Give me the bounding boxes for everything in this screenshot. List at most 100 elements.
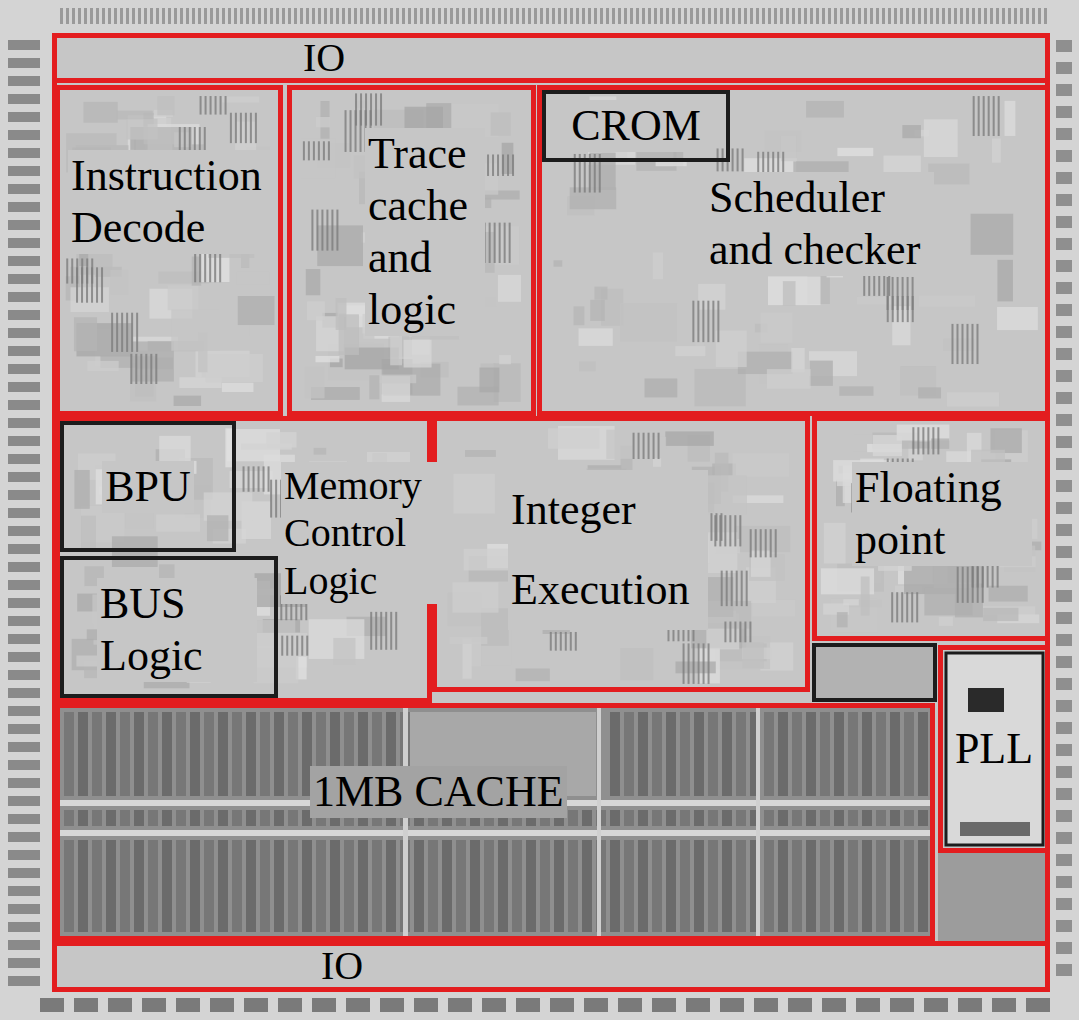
circuit-patch [907, 296, 909, 322]
circuit-patch [333, 638, 355, 665]
bond-pad [198, 8, 201, 24]
cache-cell [582, 810, 592, 826]
bond-pad [1056, 898, 1072, 910]
circuit-patch [243, 466, 245, 491]
bond-pads [8, 8, 1072, 1012]
cache-cell [403, 708, 408, 936]
bond-pad [576, 8, 579, 24]
circuit-patch [997, 260, 1012, 302]
circuit-patch [328, 141, 330, 160]
bond-pad [210, 998, 234, 1012]
circuit-patch [887, 296, 889, 322]
bond-pad [294, 8, 297, 24]
bond-pad [528, 8, 531, 24]
bond-pad [8, 94, 40, 104]
bond-pad [246, 8, 249, 24]
circuit-patch [336, 298, 347, 330]
bond-pad [8, 868, 40, 878]
circuit-patch [291, 636, 293, 656]
cache-cell [386, 840, 396, 932]
bond-pad [1056, 920, 1072, 932]
bond-pad [624, 8, 627, 24]
cache-cell [848, 840, 858, 932]
bond-pad [642, 8, 645, 24]
cache-cells [60, 708, 930, 936]
circuit-patch [238, 296, 275, 325]
circuit-patch [497, 154, 499, 176]
cache-cell [624, 712, 634, 796]
bond-pad [720, 8, 723, 24]
cache-cell [190, 840, 200, 932]
circuit-patch [516, 669, 550, 682]
bond-pad [1056, 326, 1072, 338]
bond-pad [306, 8, 309, 24]
bond-pad [8, 544, 40, 554]
cache-cell [820, 840, 830, 932]
cache-cell [134, 840, 144, 932]
circuit-patch [734, 515, 736, 546]
die-core [52, 33, 1050, 992]
cache-cell [78, 840, 88, 932]
bond-pad [222, 8, 225, 24]
bond-pad [1056, 810, 1072, 822]
circuit-patch [837, 148, 873, 156]
bond-pad [348, 8, 351, 24]
cache-cell [680, 840, 690, 932]
bond-pad [858, 8, 861, 24]
bond-pad [1056, 62, 1072, 74]
bond-pad [8, 400, 40, 410]
circuit-patch [675, 661, 715, 673]
circuit-patch [698, 643, 700, 684]
pll-block [960, 822, 1030, 836]
bond-pad [8, 778, 40, 788]
bond-pad [1026, 8, 1029, 24]
cache-cell [582, 840, 592, 932]
bond-pad [414, 998, 438, 1012]
circuit-patch [919, 295, 975, 307]
bond-pad [594, 8, 597, 24]
circuit-patch [385, 612, 387, 650]
bond-pad [1032, 8, 1035, 24]
circuit-patch [168, 285, 199, 310]
circuit-patch [739, 622, 741, 643]
circuit-patch [270, 480, 272, 518]
cache-cell [148, 712, 158, 796]
circuit-patch [972, 567, 974, 603]
cache-cell [904, 712, 914, 796]
bond-pad [912, 8, 915, 24]
cache-cell [722, 840, 732, 932]
cache-cell [302, 840, 312, 932]
circuit-patch [174, 132, 191, 147]
circuit-patch [479, 368, 499, 393]
circuit-patch [395, 612, 397, 650]
circuit-patch [548, 428, 599, 448]
circuit-patch [997, 307, 1038, 330]
circuit-patch [255, 113, 257, 143]
circuit-patch [767, 369, 811, 389]
circuit-patch [157, 96, 174, 115]
circuit-patch [971, 324, 973, 364]
circuit-patch [741, 571, 743, 606]
circuit-patch [606, 430, 646, 459]
bond-pad [552, 8, 555, 24]
circuit-patch [768, 276, 821, 305]
circuit-patch [873, 435, 902, 456]
bond-pad [570, 8, 573, 24]
circuit-patch [775, 529, 777, 557]
circuit-patch [487, 154, 489, 176]
circuit-patch [653, 252, 663, 279]
cache-cell [820, 810, 830, 826]
bond-pad [600, 8, 603, 24]
bond-pad [408, 8, 411, 24]
circuit-patch [74, 317, 97, 351]
circuit-patch [560, 632, 562, 651]
bond-pad [482, 998, 506, 1012]
circuit-patch [87, 361, 118, 371]
region-label: 1MB CACHE [310, 766, 567, 818]
cache-cell [652, 712, 662, 796]
pll-outline [946, 653, 1043, 845]
bond-pad [546, 8, 549, 24]
region-label: IO [318, 946, 366, 986]
circuit-patch [111, 313, 113, 352]
bond-pad [686, 998, 710, 1012]
